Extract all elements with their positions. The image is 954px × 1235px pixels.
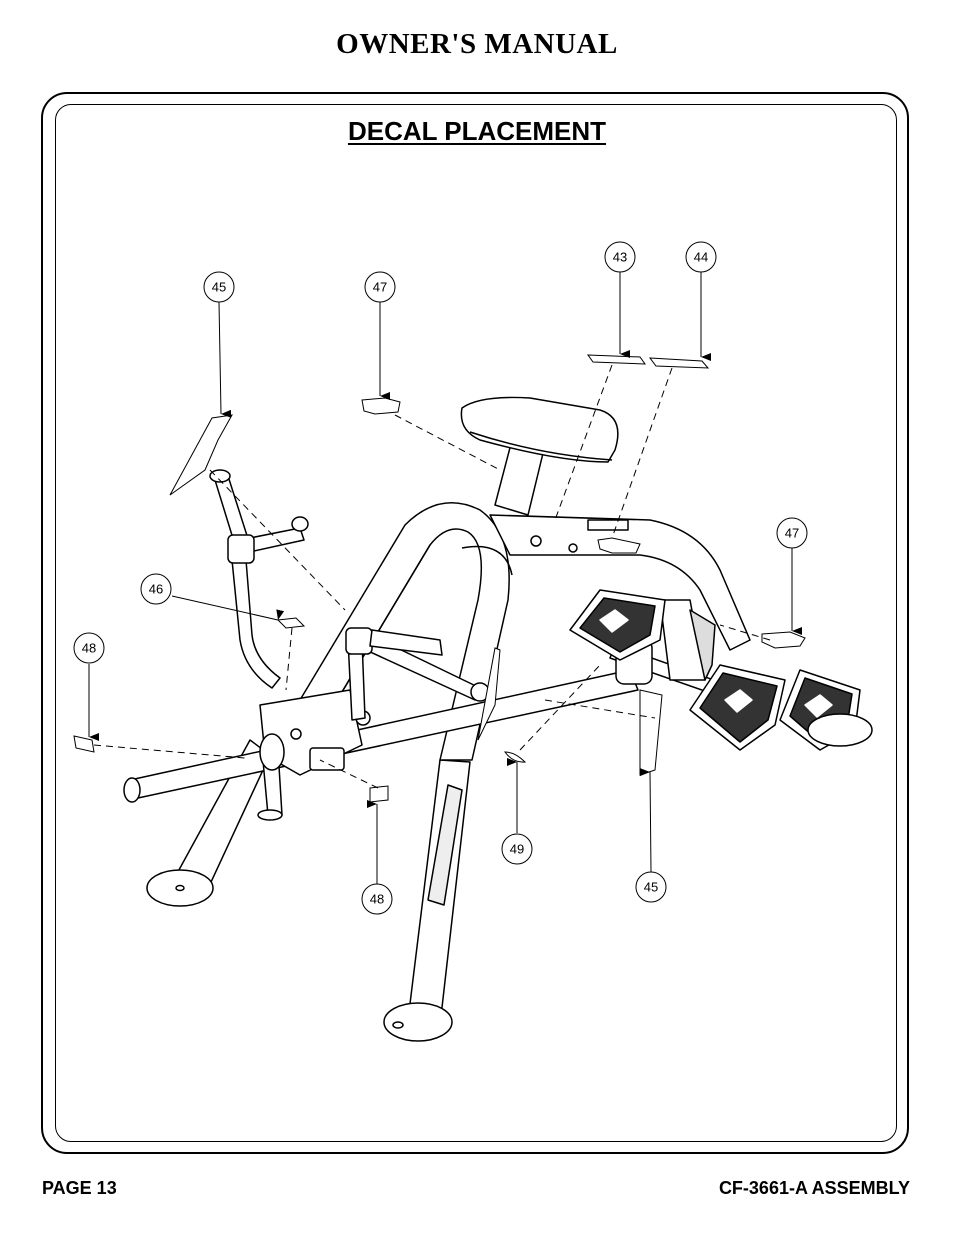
pedal-middle [689, 664, 786, 751]
decal-43 [587, 354, 646, 365]
decal-46 [276, 617, 306, 629]
front-foot [383, 1002, 453, 1042]
manual-title: OWNER'S MANUAL [336, 28, 618, 60]
callout-44: 44 [685, 241, 717, 273]
decal-48-center [369, 785, 389, 803]
svg-text:47: 47 [373, 280, 387, 295]
placement-lines [93, 364, 771, 789]
svg-text:45: 45 [644, 880, 658, 895]
svg-text:48: 48 [82, 641, 96, 656]
callout-47-top: 47 [364, 271, 396, 303]
svg-text:48: 48 [370, 892, 384, 907]
main-arch [299, 502, 510, 761]
svg-text:43: 43 [613, 250, 627, 265]
callouts: 45 47 43 44 47 46 48 48 49 45 [73, 241, 808, 915]
page-frame-inner [55, 104, 897, 1142]
callout-leaders [88, 272, 802, 884]
pedal-left [569, 589, 666, 661]
callout-46: 46 [140, 573, 172, 605]
page-frame-outer [41, 92, 909, 1154]
decal-47-top [361, 397, 401, 415]
decal-45-top [169, 414, 233, 496]
svg-text:46: 46 [149, 582, 163, 597]
svg-text:47: 47 [785, 526, 799, 541]
svg-text:44: 44 [694, 250, 708, 265]
decal-49 [504, 751, 527, 763]
callout-49: 49 [501, 833, 533, 865]
decal-45-side [477, 647, 501, 741]
callout-48-left: 48 [73, 632, 105, 664]
svg-text:49: 49 [510, 842, 524, 857]
decal-47-right [761, 631, 806, 649]
exercise-machine-drawing [123, 396, 873, 1042]
decal-44 [648, 357, 710, 369]
central-beam [489, 514, 751, 651]
svg-text:45: 45 [212, 280, 226, 295]
model-assembly-label: CF-3661-A ASSEMBLY [718, 1178, 910, 1198]
seat [460, 396, 619, 463]
decal-45-bottom [639, 689, 663, 776]
callout-47-right: 47 [776, 517, 808, 549]
callout-45-bottom: 45 [635, 871, 667, 903]
callout-45-top: 45 [203, 271, 235, 303]
callout-48-center: 48 [361, 883, 393, 915]
section-title: DECAL PLACEMENT [347, 116, 607, 146]
horizontal-bar [129, 669, 639, 799]
decals [73, 354, 806, 803]
left-handle-arm [231, 559, 281, 689]
decal-48-left [73, 735, 95, 753]
pedal-right [779, 669, 873, 751]
callout-43: 43 [604, 241, 636, 273]
page-number: PAGE 13 [42, 1178, 117, 1198]
